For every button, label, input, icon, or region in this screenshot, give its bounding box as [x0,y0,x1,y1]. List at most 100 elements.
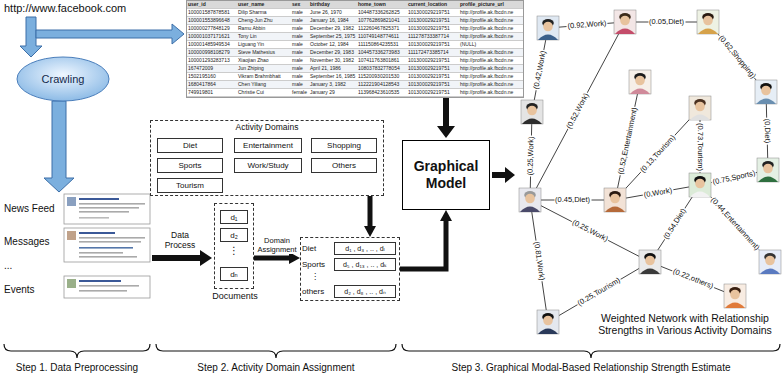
step-label: Step 1. Data Preprocessing [4,362,150,373]
strength-label: (0.62,Shopping) [716,33,757,81]
table-cell: 113968423610535 [357,89,407,96]
table-header: home_town [357,1,407,8]
table-cell: http://profile.ak.fbcdn.ne [459,81,523,88]
strength-label: (0,Work) [642,186,674,199]
table-cell: 107411763801861 [357,57,407,64]
step-brace [402,344,780,358]
step-label: Step 2. Activity Domain Assignment [156,362,396,373]
table-cell: 100000998108279 [187,49,237,56]
person-photo [755,80,777,104]
table-cell: 110749148774611 [357,33,407,40]
node-text: Graphical Model [403,158,489,192]
person-photo [759,250,781,274]
photo-shoulders [758,177,778,183]
photo-frame [519,188,541,212]
thumbnail-line [79,207,139,209]
table-cell: 100001293283713 [187,57,237,64]
table-cell: male [291,73,309,80]
table-cell: 100001485949534 [187,41,237,48]
strength-label: (0,Diet) [763,118,772,145]
table-cell: Chen Yiliang [237,81,291,88]
photo-face [610,194,620,204]
strength-label: (0.54,Diet) [662,206,689,241]
domain-box: Entertainment [234,138,302,153]
person-photo [724,284,746,308]
photo-face [543,22,553,32]
document-box: dₙ [220,267,248,281]
source-label: ... [4,260,12,271]
table-header: user_id [187,1,237,8]
table-cell: 100001553896648 [187,17,237,24]
thumbnail-line [79,198,119,200]
table-cell: Xiaojian Zhao [237,57,291,64]
photo-shoulders [615,29,635,35]
photo-frame [614,10,636,34]
table-header: birthday [309,1,357,8]
domain-box: Sports [157,158,223,173]
flow-connector [400,210,452,269]
table-cell: male [291,25,309,32]
node-text: d₁ [230,213,237,222]
photo-shoulders [522,119,542,125]
ellipsis-mark: ⋮ [309,272,321,281]
node-text: Crawling [42,73,85,85]
connector-line [254,256,290,261]
thumbnail-line [79,241,141,243]
domain-box: Others [311,158,377,173]
photo-face [525,194,535,204]
strength-label: (0.25,Work) [570,218,610,244]
thumbnail-line [79,237,145,239]
table-cell: 101300029219751 [407,89,459,96]
flow-connector [364,196,376,237]
strength-label: (0.42,Work) [532,49,548,91]
source-label: Events [4,284,35,295]
network-link [530,200,548,322]
table-cell: December 29, 1982 [309,25,357,32]
strength-label: (0.45,Diet) [554,196,591,204]
photo-face [620,16,630,26]
step-label: Step 3. Graphical Modal-Based Relationsh… [402,362,780,373]
strength-label: (0.44,Entertainment) [708,195,761,252]
photo-face [761,86,771,96]
table-cell: January 3, 1982 [309,81,357,88]
arrow-label: Data Process [158,230,202,250]
photo-shoulders [538,329,558,335]
photo-shoulders [605,207,625,213]
data-process-arrow [152,250,212,266]
table-cell: 100000277848129 [187,25,237,32]
photo-frame [604,188,626,212]
events-thumbnail [64,276,150,298]
node-text: Entertainment [243,141,293,150]
table-cell: 101300029219751 [407,73,459,80]
table-header: sex [291,1,309,8]
table-cell: 107762869821041 [357,17,407,24]
table-cell: female [291,89,309,96]
network-link [530,200,650,262]
table-cell: http://profile.ak.fbcdn.ne [459,89,523,96]
table-cell: 167472009 [187,65,237,72]
document-box: d₂ [220,228,248,242]
person-photo [519,188,541,212]
table-row: 167472009Jun ZhipingmaleApril 21, 198610… [187,65,523,73]
table-cell: January 16, 1984 [309,17,357,24]
person-photo [614,10,636,34]
photo-face [703,16,713,26]
thumbnail-frame [64,194,150,224]
node-text: Diet [183,141,197,150]
table-cell: 101300029219751 [407,41,459,48]
table-cell: http://profile.ak.fbcdn.ne [459,17,523,24]
table-cell: 101300029219751 [407,81,459,88]
table-cell: Tony Lin [237,33,291,40]
table-row: 100001553896648Cheng-Jun ZhumaleJanuary … [187,17,523,25]
table-cell: June 26, 1970 [309,9,357,16]
thumbnail-line [79,285,139,287]
domain-box: Work/Study [234,158,302,173]
photo-face [763,164,773,174]
table-cell: Christie Cui [237,89,291,96]
node-text: d₁ , d₃ , .. , dₗ [345,245,384,253]
photo-frame [755,80,777,104]
person-photo [639,250,661,274]
thumbnail-frame [64,276,150,298]
table-cell: Liguang Yin [237,41,291,48]
table-cell: 111278733387714 [407,33,459,40]
